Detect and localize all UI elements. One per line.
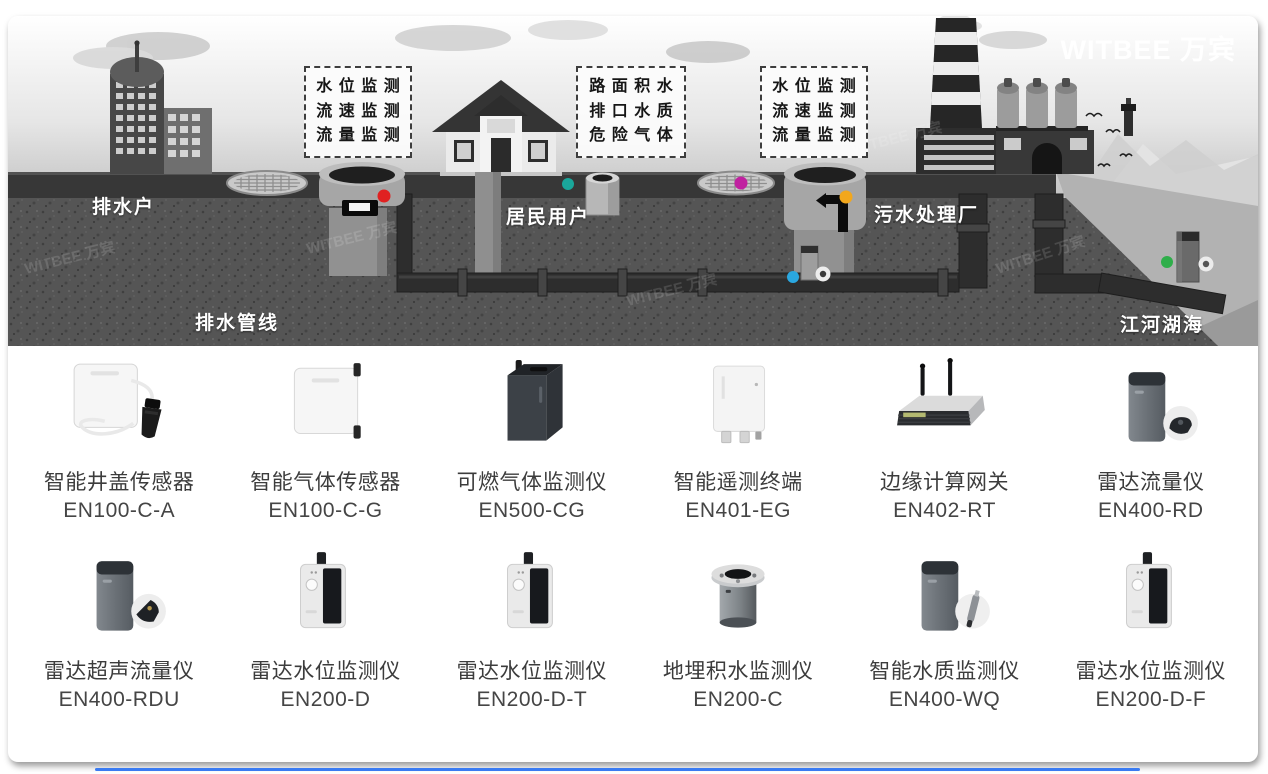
annotation-box-left: 水位监测 流速监测 流量监测 [304,66,412,158]
product-card: 雷达水位监测仪 EN200-D-T [429,547,635,712]
product-model: EN200-C [693,688,784,711]
scene-drawing: WITBEE 万宾 WITBEE 万宾 WITBEE 万宾 WITBEE 万宾 … [8,16,1258,346]
product-grid: 智能井盖传感器 EN100-C-A 智能气体传感器 EN100-C-G 可燃气体… [8,346,1258,712]
sensor-location-dots [377,176,1173,283]
product-model: EN400-RDU [58,688,180,711]
product-name: 智能水质监测仪 [869,660,1020,683]
annotation-line: 路面积水 [589,77,680,95]
annotation-line: 流速监测 [772,102,863,120]
product-model: EN200-D-F [1095,688,1207,711]
product-card: 智能井盖传感器 EN100-C-A [16,358,222,523]
product-image-telemetry-terminal [663,358,813,460]
product-model: EN400-WQ [888,688,1001,711]
curb-monitor-device [585,172,620,216]
annotation-box-right: 水位监测 流速监测 流量监测 [760,66,868,158]
sensor-dot-green [1161,256,1173,268]
product-image-radar-flow-meter [1076,358,1226,460]
underground-soil [8,198,1218,346]
sensor-dot-teal [562,178,574,190]
residential-house [432,80,570,176]
product-image-combustible-gas-monitor [457,358,607,460]
product-model: EN200-D-T [476,688,588,711]
manhole-left [319,162,405,216]
product-card: 智能水质监测仪 EN400-WQ [841,547,1047,712]
annotation-line: 水位监测 [772,77,863,95]
outfall-monitor-device [1176,231,1214,283]
product-card: 边缘计算网关 EN402-RT [841,358,1047,523]
lighthouse-icon [1121,98,1136,136]
product-name: 雷达水位监测仪 [456,660,608,683]
product-name: 边缘计算网关 [879,471,1009,494]
annotation-line: 流速监测 [316,102,407,120]
label-residents: 居民用户 [506,207,591,228]
product-model: EN500-CG [478,499,586,522]
label-drainage-pipeline: 排水管线 [195,313,280,334]
product-name: 雷达水位监测仪 [1075,660,1227,683]
street-grate-left [226,170,308,196]
brand-logo: WITBEE 万宾 [1060,35,1236,65]
product-image-radar-ultrasonic-flow-meter [44,547,194,649]
office-towers [110,40,212,174]
product-image-radar-level-monitor-t [457,547,607,649]
product-card: 雷达流量仪 EN400-RD [1048,358,1254,523]
annotation-line: 危险气体 [589,127,680,145]
sensor-dot-blue [787,271,799,283]
annotation-line: 水位监测 [316,77,407,95]
sensor-dot-magenta [734,176,748,190]
product-model: EN400-RD [1098,499,1204,522]
product-name: 地埋积水监测仪 [662,660,814,683]
product-name: 可燃气体监测仪 [456,471,608,494]
product-name: 智能遥测终端 [673,471,803,494]
annotation-line: 流量监测 [772,127,863,145]
product-card: 智能遥测终端 EN401-EG [635,358,841,523]
product-card: 雷达超声流量仪 EN400-RDU [16,547,222,712]
factory [916,16,1094,174]
product-image-water-quality-monitor [869,547,1019,649]
product-model: EN100-C-A [63,499,176,522]
bottom-accent-line [95,768,1140,771]
manhole-right [784,162,866,232]
product-name: 智能井盖传感器 [43,471,195,494]
sensor-dot-yellow [839,190,853,204]
pipe-monitor-device [800,245,831,282]
product-name: 智能气体传感器 [250,471,401,494]
product-name: 雷达超声流量仪 [43,660,195,683]
product-image-radar-level-monitor-f [1076,547,1226,649]
annotation-line: 排口水质 [589,102,680,120]
product-card: 智能气体传感器 EN100-C-G [222,358,428,523]
product-model: EN402-RT [893,499,996,522]
product-card: 可燃气体监测仪 EN500-CG [429,358,635,523]
product-name: 雷达流量仪 [1097,471,1205,494]
product-card: 雷达水位监测仪 EN200-D [222,547,428,712]
product-card: 雷达水位监测仪 EN200-D-F [1048,547,1254,712]
annotation-box-middle: 路面积水 排口水质 危险气体 [576,66,686,158]
product-card: 地埋积水监测仪 EN200-C [635,547,841,712]
road-surface [8,172,1056,198]
scene-illustration: WITBEE 万宾 WITBEE 万宾 WITBEE 万宾 WITBEE 万宾 … [8,16,1258,346]
product-image-buried-water-monitor [663,547,813,649]
label-rivers-lakes-seas: 江河湖海 [1120,315,1205,336]
product-model: EN401-EG [685,499,791,522]
label-sewage-plant: 污水处理厂 [874,205,980,226]
product-image-radar-level-monitor [250,547,400,649]
brochure-card: WITBEE 万宾 WITBEE 万宾 WITBEE 万宾 WITBEE 万宾 … [8,16,1258,762]
label-drainage-user: 排水户 [92,197,156,218]
product-image-manhole-cover-sensor [44,358,194,460]
birds [1085,112,1133,168]
product-name: 雷达水位监测仪 [250,660,401,683]
product-model: EN100-C-G [268,499,383,522]
sensor-dot-red [377,189,391,203]
pipes [396,193,1227,315]
silos [996,78,1088,131]
product-image-edge-gateway [869,358,1019,460]
product-image-gas-sensor [250,358,400,460]
annotation-line: 流量监测 [316,127,407,145]
level-sensor-device [816,193,848,232]
product-model: EN200-D [280,688,371,711]
